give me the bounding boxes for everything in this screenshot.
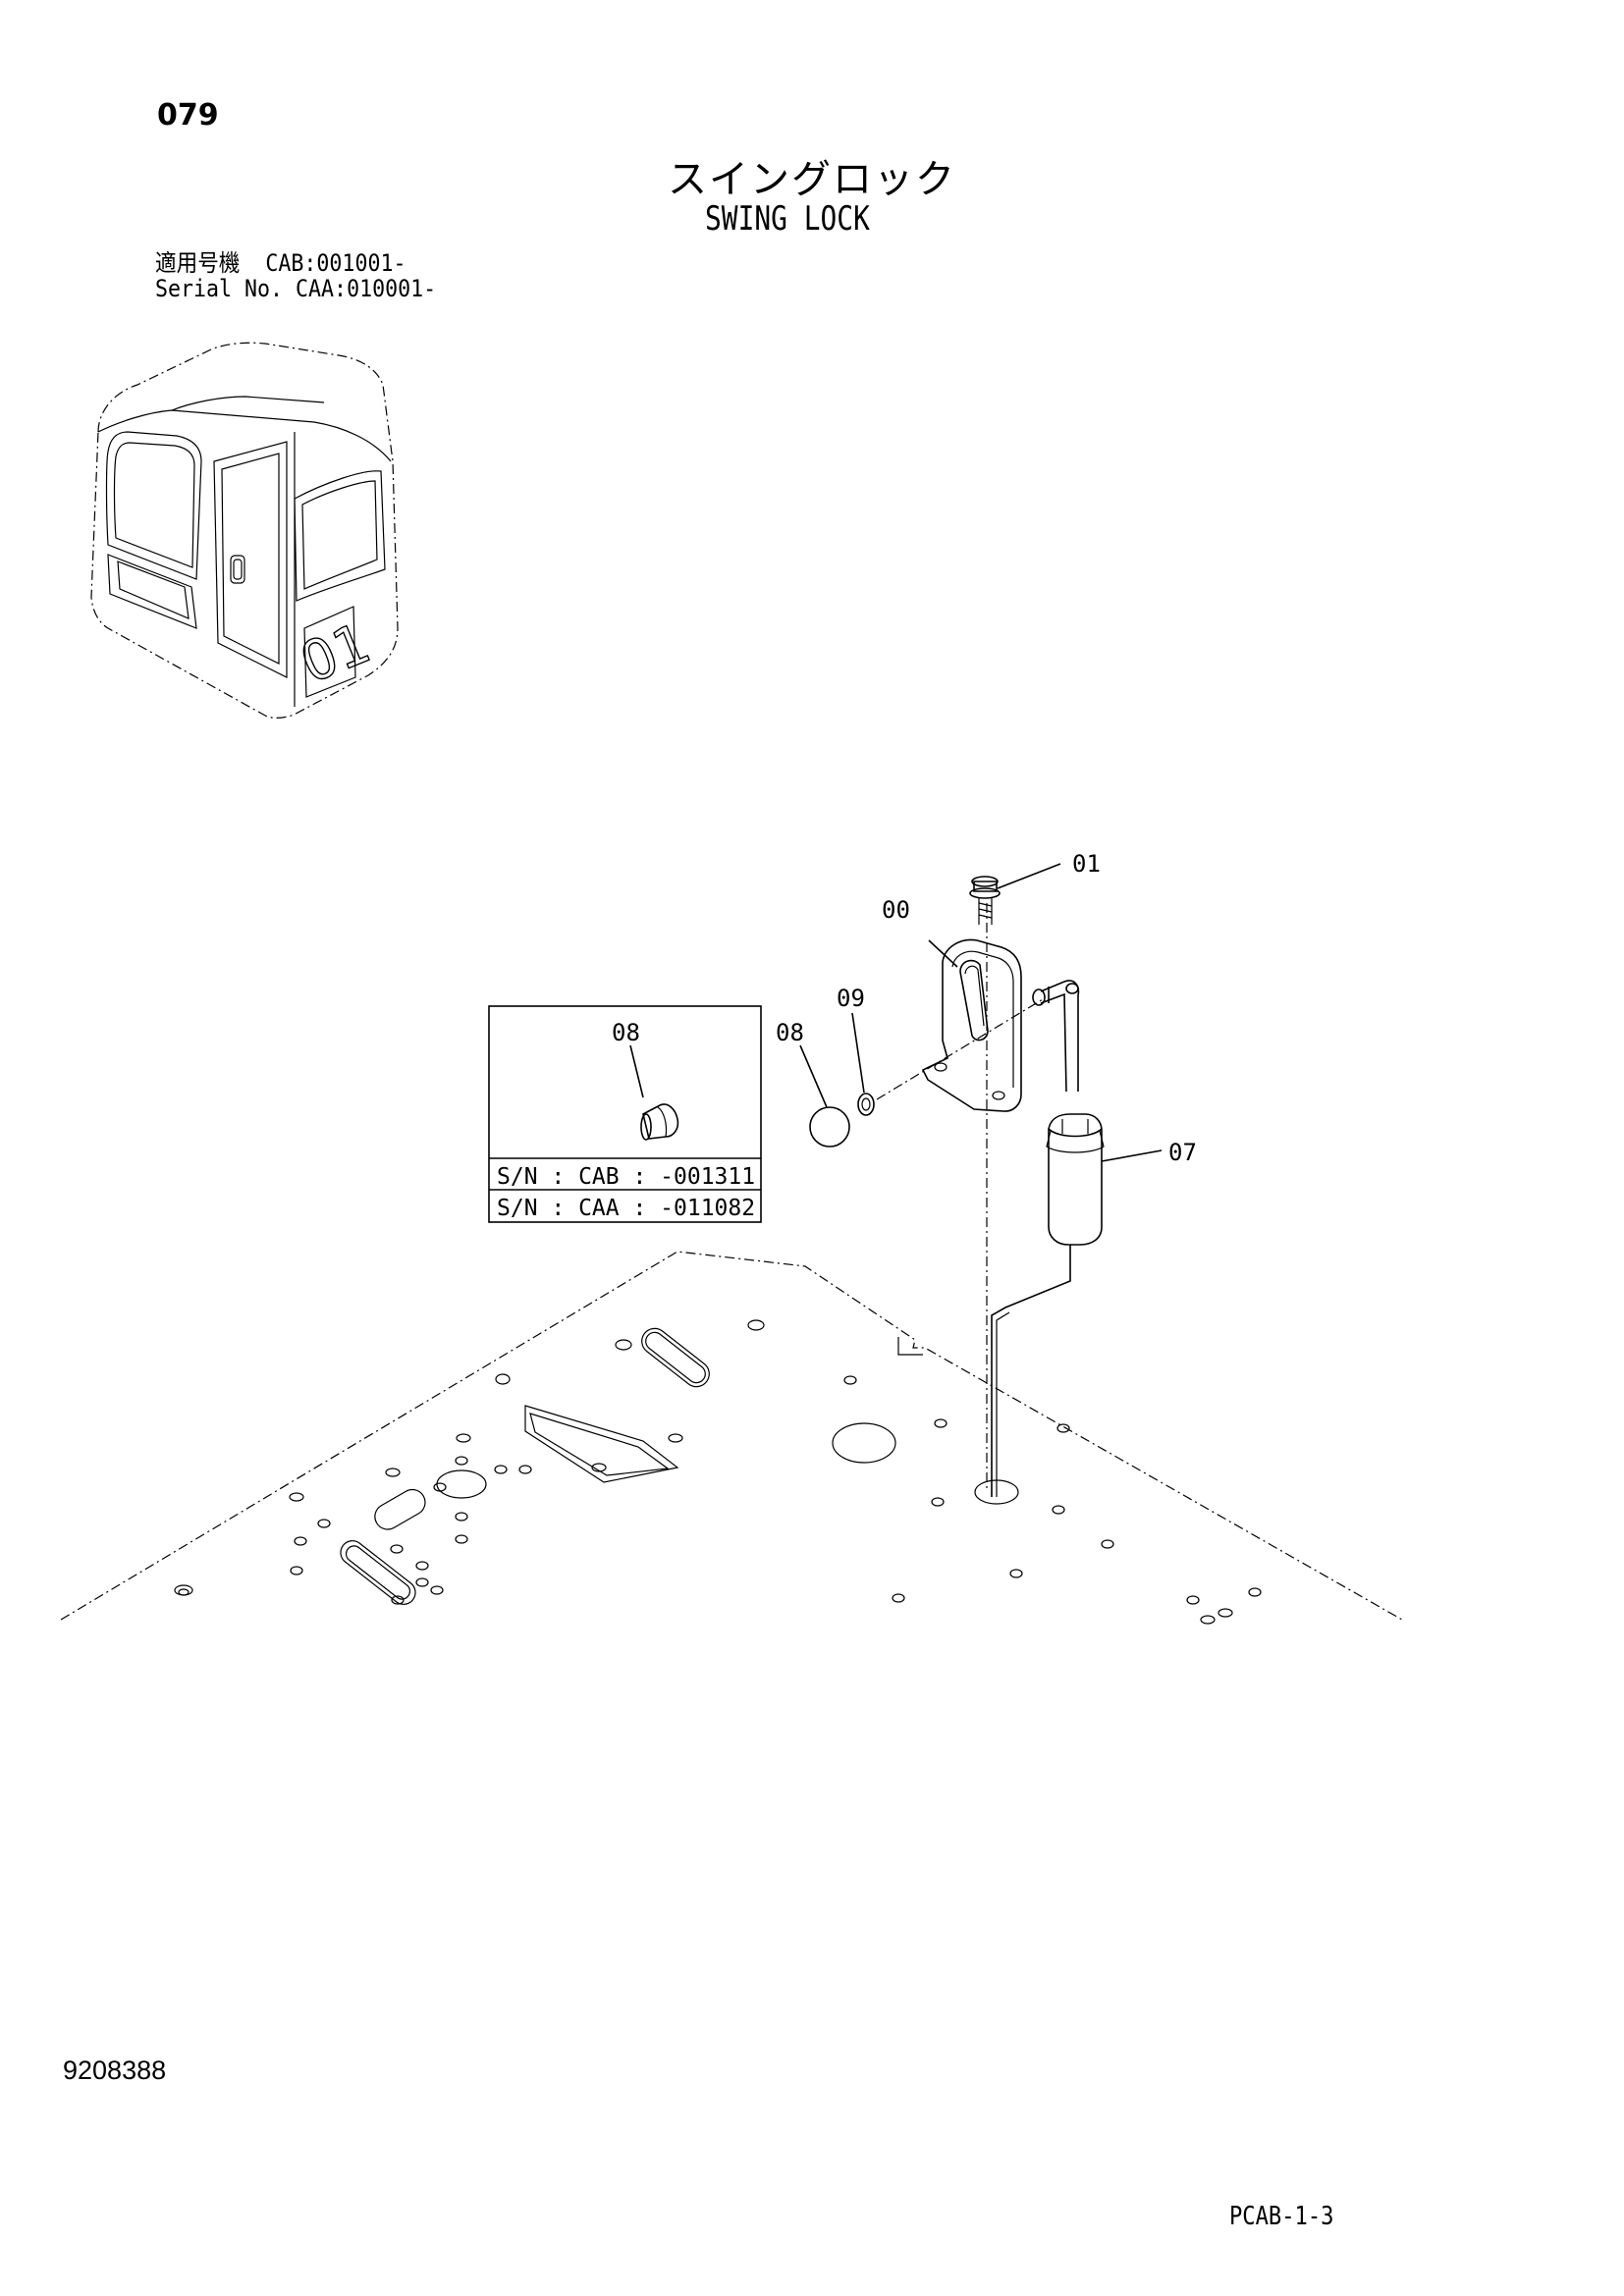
inset-box: 08 S/N : CAB : -001311 S/N : CAA : -0110… xyxy=(488,1005,762,1223)
callout-08: 08 xyxy=(776,1019,804,1046)
callout-01: 01 xyxy=(1072,850,1101,878)
inset-sn-line-1: S/N : CAB : -001311 xyxy=(497,1164,755,1190)
cable-line xyxy=(991,1245,1071,1497)
mounting-holes xyxy=(174,1319,1262,1625)
callout-00: 00 xyxy=(882,896,910,924)
washer-09 xyxy=(851,1012,875,1116)
inset-sn-line-2: S/N : CAA : -011082 xyxy=(497,1196,755,1221)
callout-09: 09 xyxy=(837,985,865,1012)
lock-pin-07 xyxy=(1032,980,1163,1246)
serial-line-2: Serial No. CAA:010001- xyxy=(155,275,437,302)
page-number: 079 xyxy=(157,98,219,133)
knob-08 xyxy=(799,1044,850,1148)
title-japanese: スイングロック xyxy=(668,157,956,202)
bracket-00 xyxy=(921,938,1022,1112)
cab-thumbnail: O1 xyxy=(90,342,399,719)
sheet-code: PCAB-1-3 xyxy=(1229,2202,1334,2231)
inset-knob-08 xyxy=(640,1103,679,1141)
title-english: SWING LOCK xyxy=(705,199,870,239)
serial-applicability: 適用号機 CAB:001001- Serial No. CAA:010001- xyxy=(155,250,467,301)
svg-text:O1: O1 xyxy=(293,612,378,696)
inset-part-label: 08 xyxy=(612,1019,640,1046)
floor-plate xyxy=(60,1251,1403,1625)
callout-07: 07 xyxy=(1168,1139,1197,1166)
serial-line-1: 適用号機 CAB:001001- xyxy=(155,249,406,277)
document-number: 9208388 xyxy=(63,2056,167,2085)
bolt-01 xyxy=(969,863,1061,925)
